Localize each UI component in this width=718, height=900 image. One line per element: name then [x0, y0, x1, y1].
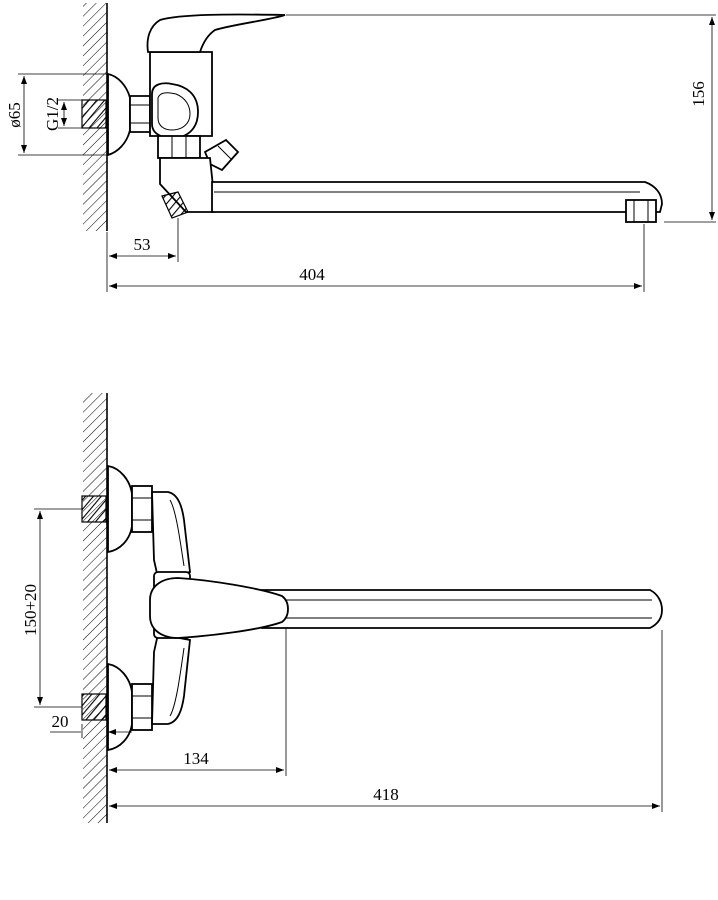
dim-handle-label: 134	[183, 749, 209, 768]
inlet-upper-thread	[81, 495, 107, 523]
spout-side	[211, 181, 663, 213]
dim-length-top-label: 418	[373, 785, 399, 804]
dim-height-label: 156	[689, 81, 708, 107]
dimension-spacing: 150+20	[21, 508, 82, 708]
nut-upper-top	[131, 485, 153, 533]
dimension-length-top: 418	[109, 630, 663, 812]
dimension-offset: 20	[50, 712, 132, 738]
top-view: 150+20 20 134 418	[21, 393, 663, 823]
hose-connector-side	[161, 191, 189, 219]
wall-top	[83, 393, 108, 823]
dim-diameter-label: ø65	[5, 102, 24, 128]
inlet-lower-thread	[81, 693, 107, 721]
side-view: 156 ø65 G1/2 53 404	[5, 3, 716, 292]
dim-spacing-label: 150+20	[21, 584, 40, 636]
dimension-thread: G1/2	[43, 97, 82, 131]
dimension-hose: 53	[106, 218, 179, 262]
dimension-handle: 134	[106, 628, 287, 776]
body-arm-lower	[151, 632, 191, 725]
wall-flange-side	[107, 72, 131, 157]
spout-top	[261, 589, 663, 629]
flange-lower-top	[107, 662, 133, 752]
dimension-height: 156	[286, 14, 716, 223]
lever-handle-top	[149, 577, 289, 639]
dimension-diameter: ø65	[5, 73, 108, 156]
aerator-side	[625, 199, 657, 223]
dim-length-side-label: 404	[299, 265, 325, 284]
dimension-length-side: 404	[106, 224, 645, 292]
nut-lower-top	[131, 683, 153, 731]
inlet-thread-side	[81, 99, 107, 129]
flange-upper-top	[107, 464, 133, 554]
lower-nut-side	[157, 135, 201, 159]
dim-offset-label: 20	[52, 712, 69, 731]
dim-thread-label: G1/2	[43, 97, 62, 131]
lever-handle-side	[146, 13, 286, 53]
connector-nut-side	[129, 95, 151, 133]
dim-hose-label: 53	[134, 235, 151, 254]
